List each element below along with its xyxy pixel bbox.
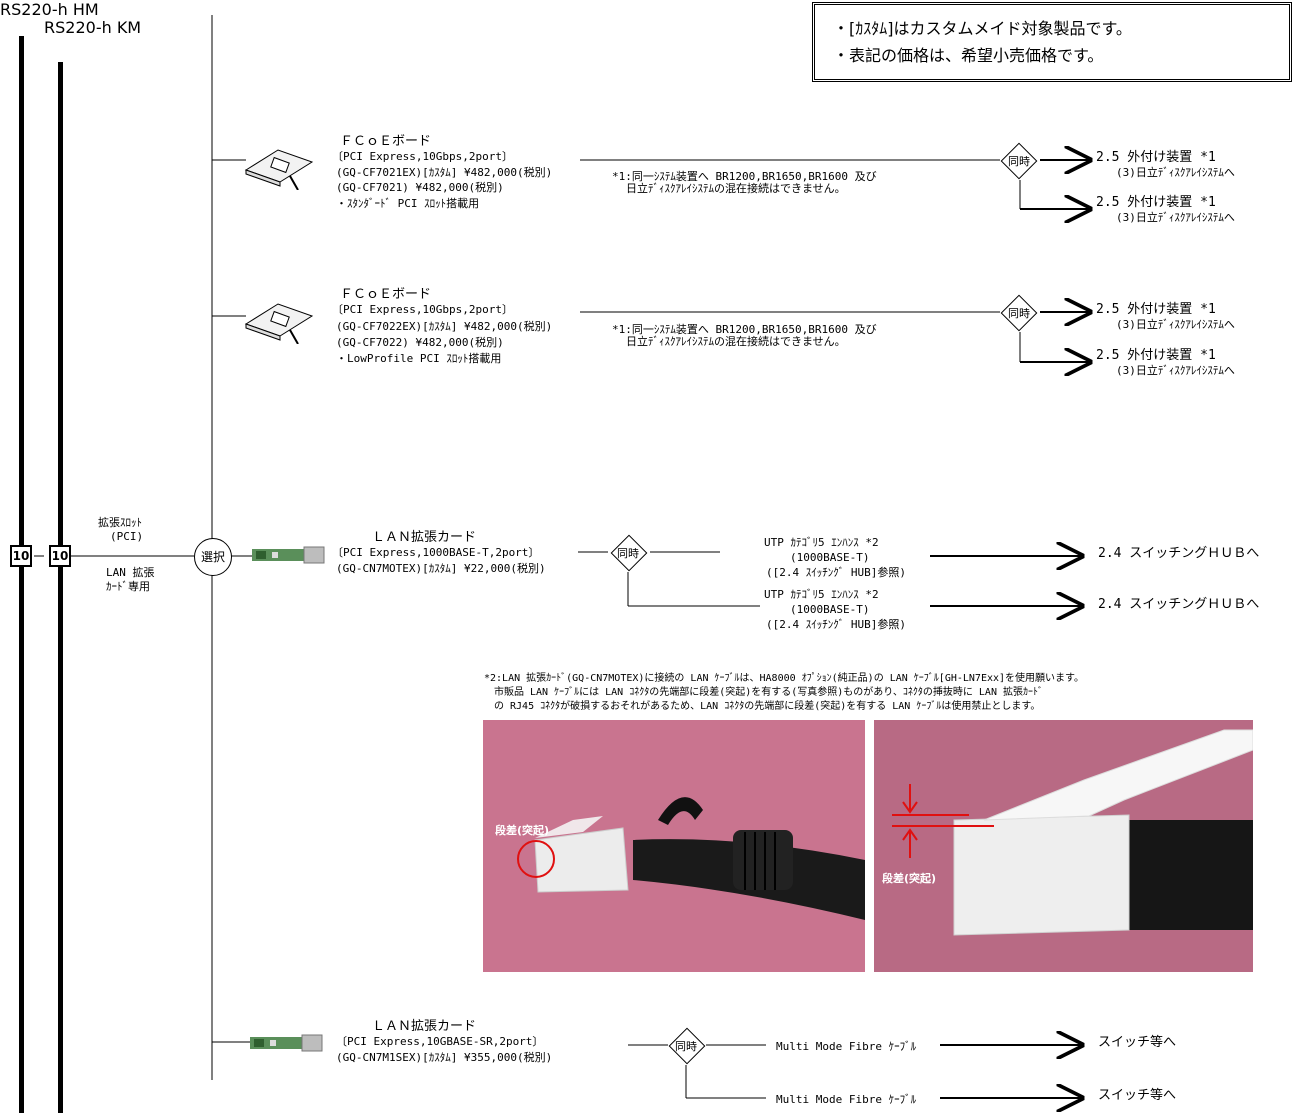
notes-box: ・[ｶｽﾀﾑ]はカスタムメイド対象製品です。 ・表記の価格は、希望小売価格です。: [812, 2, 1292, 82]
warning-line1: *2:LAN 拡張ｶｰﾄﾞ(GQ-CN7MOTEX)に接続の LAN ｹｰﾌﾞﾙ…: [484, 672, 1084, 686]
fcoe2-dest1-sub: (3)日立ﾃﾞｨｽｸｱﾚｲｼｽﾃﾑへ: [1116, 318, 1235, 332]
fcoe2-line3: ・LowProfile PCI ｽﾛｯﾄ搭載用: [336, 352, 501, 366]
fcoe1-line2: (GQ-CF7021) ¥482,000(税別): [336, 181, 504, 195]
slot-usage-line1: LAN 拡張: [106, 566, 155, 580]
lan2-dest1: スイッチ等へ: [1098, 1035, 1176, 1051]
connector-photo-closeup: 段差(突起): [874, 720, 1253, 972]
fcoe1-dest2-sub: (3)日立ﾃﾞｨｽｸｱﾚｲｼｽﾃﾑへ: [1116, 211, 1235, 225]
lan2-line1: (GQ-CN7M1SEX)[ｶｽﾀﾑ] ¥355,000(税別): [336, 1051, 552, 1065]
fcoe2-dest1-title: 2.5 外付け装置 *1: [1096, 302, 1216, 318]
model-km-bar: [58, 62, 63, 1113]
fcoe2-dest2-sub: (3)日立ﾃﾞｨｽｸｱﾚｲｼｽﾃﾑへ: [1116, 364, 1235, 378]
lan1-cable2-ref: ([2.4 ｽｲｯﾁﾝｸﾞ HUB]参照): [766, 618, 906, 632]
fcoe2-note2: 日立ﾃﾞｨｽｸｱﾚｲｼｽﾃﾑの混在接続はできません。: [626, 335, 846, 349]
lan2-cable2: Multi Mode Fibre ｹｰﾌﾞﾙ: [776, 1093, 916, 1107]
fcoe1-line3: ・ｽﾀﾝﾀﾞｰﾄﾞ PCI ｽﾛｯﾄ搭載用: [336, 197, 479, 211]
warning-line2: 市販品 LAN ｹｰﾌﾞﾙには LAN ｺﾈｸﾀの先端部に段差(突起)を有する(…: [494, 686, 1043, 700]
fcoe-board-icon: [240, 300, 316, 344]
fcoe1-dest1-title: 2.5 外付け装置 *1: [1096, 150, 1216, 166]
simultaneous-label: 同時: [1008, 305, 1030, 321]
lan1-cable2-name: UTP ｶﾃｺﾞﾘ5 ｴﾝﾊﾝｽ *2: [764, 588, 879, 602]
fcoe2-dest2-title: 2.5 外付け装置 *1: [1096, 348, 1216, 364]
fcoe1-dest1-sub: (3)日立ﾃﾞｨｽｸｱﾚｲｼｽﾃﾑへ: [1116, 166, 1235, 180]
fcoe1-title: ＦＣｏＥボード: [340, 134, 431, 150]
lan1-cable1-type: (1000BASE-T): [790, 551, 869, 565]
fcoe2-spec: 〔PCI Express,10Gbps,2port〕: [332, 303, 513, 317]
simultaneous-label: 同時: [675, 1038, 697, 1054]
slot-bus: (PCI): [110, 530, 143, 544]
lan1-line1: (GQ-CN7MOTEX)[ｶｽﾀﾑ] ¥22,000(税別): [336, 562, 546, 576]
select-node: 選択: [194, 538, 232, 576]
photo-label-step: 段差(突起): [495, 822, 549, 838]
fcoe2-line1: (GQ-CF7022EX)[ｶｽﾀﾑ] ¥482,000(税別): [336, 320, 552, 334]
connector-closeup-illustration: [874, 720, 1253, 972]
lan-card-icon: [252, 546, 326, 564]
simultaneous-label: 同時: [1008, 153, 1030, 169]
lan1-cable1-ref: ([2.4 ｽｲｯﾁﾝｸﾞ HUB]参照): [766, 566, 906, 580]
fcoe1-line1: (GQ-CF7021EX)[ｶｽﾀﾑ] ¥482,000(税別): [336, 166, 552, 180]
lan1-cable1-name: UTP ｶﾃｺﾞﾘ5 ｴﾝﾊﾝｽ *2: [764, 536, 879, 550]
lan-card-icon: [250, 1034, 324, 1052]
model-hm-bar: [19, 36, 24, 1113]
simultaneous-label: 同時: [617, 545, 639, 561]
warning-line3: の RJ45 ｺﾈｸﾀが破損するおそれがあるため、LAN ｺﾈｸﾀの先端部に段差…: [494, 700, 1040, 714]
fcoe2-line2: (GQ-CF7022) ¥482,000(税別): [336, 336, 504, 350]
lan2-dest2: スイッチ等へ: [1098, 1088, 1176, 1104]
lan1-title: ＬＡＮ拡張カード: [372, 530, 476, 546]
lan2-title: ＬＡＮ拡張カード: [372, 1019, 476, 1035]
photo-label-step: 段差(突起): [882, 870, 936, 886]
lan2-spec: 〔PCI Express,10GBASE-SR,2port〕: [336, 1035, 543, 1049]
fcoe-board-icon: [240, 146, 316, 190]
slot-number-km: 10: [49, 545, 71, 567]
note-price: ・表記の価格は、希望小売価格です。: [833, 42, 1289, 69]
fcoe1-note2: 日立ﾃﾞｨｽｸｱﾚｲｼｽﾃﾑの混在接続はできません。: [626, 182, 846, 196]
fcoe1-spec: 〔PCI Express,10Gbps,2port〕: [332, 150, 513, 164]
highlight-circle: [517, 840, 555, 878]
model-hm-title: RS220-h HM: [0, 0, 99, 19]
note-custom: ・[ｶｽﾀﾑ]はカスタムメイド対象製品です。: [833, 15, 1289, 42]
slot-usage-line2: ｶｰﾄﾞ専用: [106, 580, 150, 594]
slot-number-hm: 10: [10, 545, 32, 567]
lan2-cable1: Multi Mode Fibre ｹｰﾌﾞﾙ: [776, 1040, 916, 1054]
lan1-cable2-type: (1000BASE-T): [790, 603, 869, 617]
lan1-dest2: 2.4 スイッチングＨＵＢへ: [1098, 597, 1259, 613]
lan1-spec: 〔PCI Express,1000BASE-T,2port〕: [332, 546, 539, 560]
fcoe2-title: ＦＣｏＥボード: [340, 287, 431, 303]
fcoe1-dest2-title: 2.5 外付け装置 *1: [1096, 195, 1216, 211]
model-km-title: RS220-h KM: [44, 18, 141, 37]
lan1-dest1: 2.4 スイッチングＨＵＢへ: [1098, 546, 1259, 562]
connector-photo-side: 段差(突起): [483, 720, 865, 972]
slot-name: 拡張ｽﾛｯﾄ: [98, 516, 142, 530]
